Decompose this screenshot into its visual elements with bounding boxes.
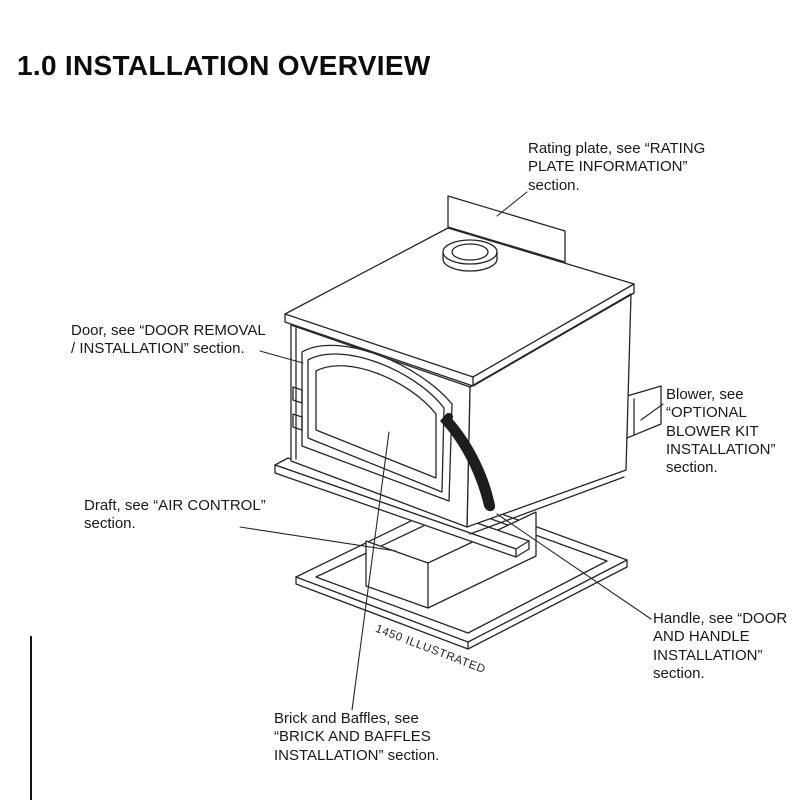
callout-blower: Blower, see “OPTIONAL BLOWER KIT INSTALL…: [666, 386, 776, 477]
leader-rating-plate: [496, 191, 528, 217]
callout-handle: Handle, see “DOOR AND HANDLE INSTALLATIO…: [653, 610, 788, 682]
leader-brick-baffles: [351, 431, 390, 711]
page-margin-rule: [30, 636, 32, 800]
flue-collar: [442, 239, 498, 272]
callout-brick-baffles: Brick and Baffles, see “BRICK AND BAFFLE…: [274, 710, 440, 764]
callout-door: Door, see “DOOR REMOVAL / INSTALLATION” …: [71, 322, 266, 358]
leader-door: [259, 350, 304, 364]
stove-top: [284, 227, 635, 387]
callout-draft: Draft, see “AIR CONTROL” section.: [84, 497, 266, 533]
callout-rating-plate: Rating plate, see “RATING PLATE INFORMAT…: [528, 140, 706, 194]
door: [301, 344, 453, 502]
leader-draft: [239, 526, 397, 552]
page-title: 1.0 INSTALLATION OVERVIEW: [17, 50, 431, 81]
blower-box: [626, 385, 662, 439]
rating-plate: [447, 195, 566, 263]
leader-blower: [640, 403, 664, 421]
leader-lines: [239, 191, 664, 711]
leader-handle: [496, 513, 652, 620]
door-hinges: [292, 386, 303, 431]
door-handle: [440, 413, 496, 512]
